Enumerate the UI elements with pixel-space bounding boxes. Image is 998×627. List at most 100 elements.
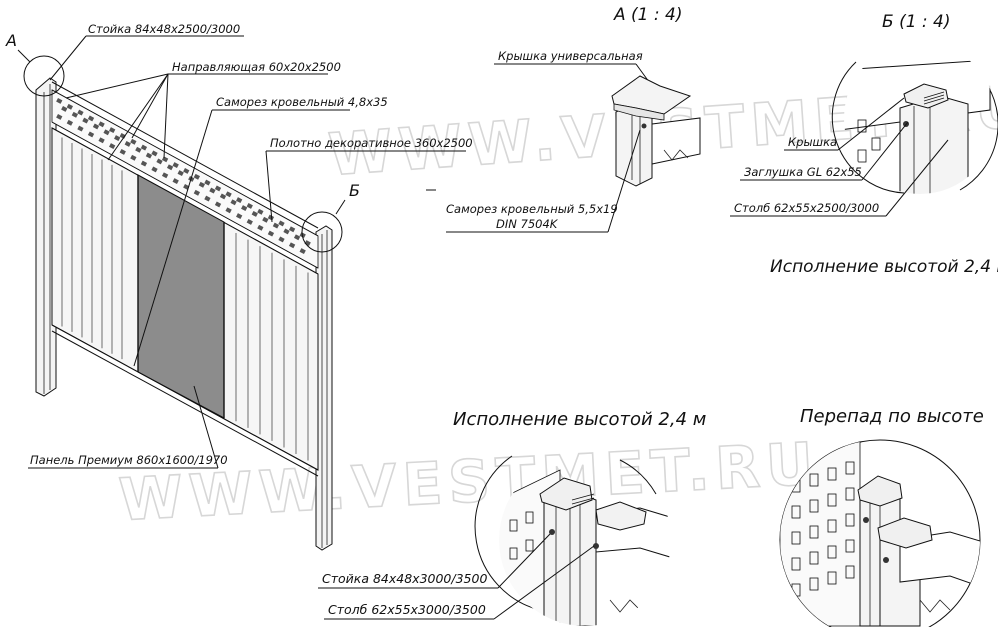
title-height-right: Исполнение высотой 2,4 м [770, 257, 998, 277]
perforation-hole [77, 109, 84, 116]
perforation-hole [109, 143, 116, 150]
post-right [315, 225, 333, 551]
label-deco-sheet: Полотно декоративное 360х2500 [270, 136, 473, 150]
perforation-hole [183, 168, 190, 174]
perforation-hole [278, 236, 285, 243]
perforation-hole [193, 189, 200, 196]
perforation-hole [124, 140, 131, 147]
perforation-hole [219, 193, 227, 200]
perforation-hole [791, 557, 801, 571]
perforation-hole [87, 115, 95, 122]
perforation-hole [809, 525, 819, 539]
label-cap: Крышка [788, 135, 837, 149]
perforation-hole [114, 135, 121, 142]
perforation-hole [77, 125, 84, 132]
perforation-hole [56, 114, 63, 120]
perforation-hole [809, 577, 819, 591]
perforation-hole [827, 467, 837, 481]
perforation-hole [246, 219, 253, 225]
label-panel: Панель Премиум 860х1600/1970 [30, 453, 228, 467]
perforation-hole [845, 487, 855, 501]
perforation-hole [92, 123, 100, 130]
perforation-hole [130, 154, 137, 161]
perforation-hole [288, 242, 296, 249]
label-post-main: Стойка 84х48х2500/3000 [88, 22, 240, 36]
watermark-bottom: WWW.VESTMET.RU [117, 429, 821, 534]
perforation-hole [135, 146, 142, 153]
label-screw-din-2: DIN 7504K [496, 217, 559, 231]
perforation-hole [156, 158, 163, 165]
perforation-hole [251, 210, 258, 217]
perforation-hole [236, 213, 243, 220]
perforation-hole [130, 138, 137, 145]
title-detail-a: А (1 : 4) [613, 5, 682, 25]
label-pillar-bottom: Столб 62х55х3000/3500 [328, 602, 486, 617]
fence-main-view: А Б Стойка 84х48х2500/3000 Направляющая … [5, 22, 473, 551]
label-post-bottom: Стойка 84х48х3000/3500 [322, 571, 487, 586]
label-guide: Направляющая 60х20х2500 [172, 60, 341, 74]
perforation-hole [845, 513, 855, 527]
perforation-hole [193, 173, 200, 180]
perforation-hole [246, 202, 253, 209]
detail-mark-a: А [5, 31, 17, 50]
perforation-hole [209, 187, 216, 194]
perforation-hole [257, 208, 264, 215]
perforation-hole [267, 230, 275, 237]
perforation-hole [109, 127, 116, 134]
perforation-hole [140, 160, 148, 167]
perforation-hole [204, 179, 211, 186]
perforation-hole [214, 201, 222, 208]
perforation-hole [198, 181, 205, 188]
detail-b-view: Б (1 : 4) Крышка Заглушк [730, 12, 998, 217]
perforation-hole [827, 519, 837, 533]
perforation-hole [809, 499, 819, 513]
perforation-hole [293, 234, 301, 241]
perforation-hole [827, 545, 837, 559]
perforation-hole [204, 195, 211, 202]
perforation-hole [151, 150, 158, 157]
label-cap-universal: Крышка универсальная [498, 49, 643, 63]
perforation-hole [272, 222, 280, 229]
perforation-hole [177, 170, 184, 177]
perforation-hole [230, 199, 237, 206]
perforation-hole [151, 166, 158, 173]
label-screw-roof: Саморез кровельный 4,8х35 [216, 95, 388, 109]
detail-circle-a [23, 55, 65, 97]
perforation-hole [66, 103, 73, 110]
perforation-hole [236, 197, 243, 204]
perforation-hole [56, 97, 63, 104]
perforation-hole [257, 224, 264, 231]
perforation-hole [98, 137, 105, 144]
perforation-hole [161, 172, 169, 179]
perforation-hole [71, 111, 78, 118]
title-height-bottom: Исполнение высотой 2,4 м [453, 409, 706, 430]
panel-ribs [61, 137, 309, 461]
perforation-hole [172, 178, 179, 185]
perforation-hole [140, 144, 148, 151]
perforation-hole [267, 214, 275, 221]
perforation-hole [172, 162, 179, 169]
perforation-hole [791, 531, 801, 545]
perforation-hole [827, 571, 837, 585]
perforation-hole [278, 220, 285, 227]
perforation-hole [225, 207, 232, 214]
title-detail-b: Б (1 : 4) [882, 12, 951, 32]
perforation-hole [304, 240, 311, 247]
title-step: Перепад по высоте [800, 406, 984, 427]
perforation-hole [288, 226, 296, 233]
perforation-hole [827, 493, 837, 507]
detail-mark-b: Б [349, 181, 360, 200]
perforation-hole [845, 461, 855, 475]
perforation-hole [809, 473, 819, 487]
label-pillar-b: Столб 62х55х2500/3000 [734, 201, 879, 215]
perforation-hole [61, 106, 68, 112]
detail-circle-b [301, 211, 343, 253]
perforation-hole [119, 148, 126, 155]
post-left [35, 77, 57, 397]
perforation-hole [66, 119, 73, 126]
perforation-hole [145, 152, 153, 159]
perforation-hole [82, 117, 89, 124]
perforation-hole [299, 248, 306, 255]
label-screw-din-1: Саморез кровельный 5,5х19 [446, 202, 618, 216]
